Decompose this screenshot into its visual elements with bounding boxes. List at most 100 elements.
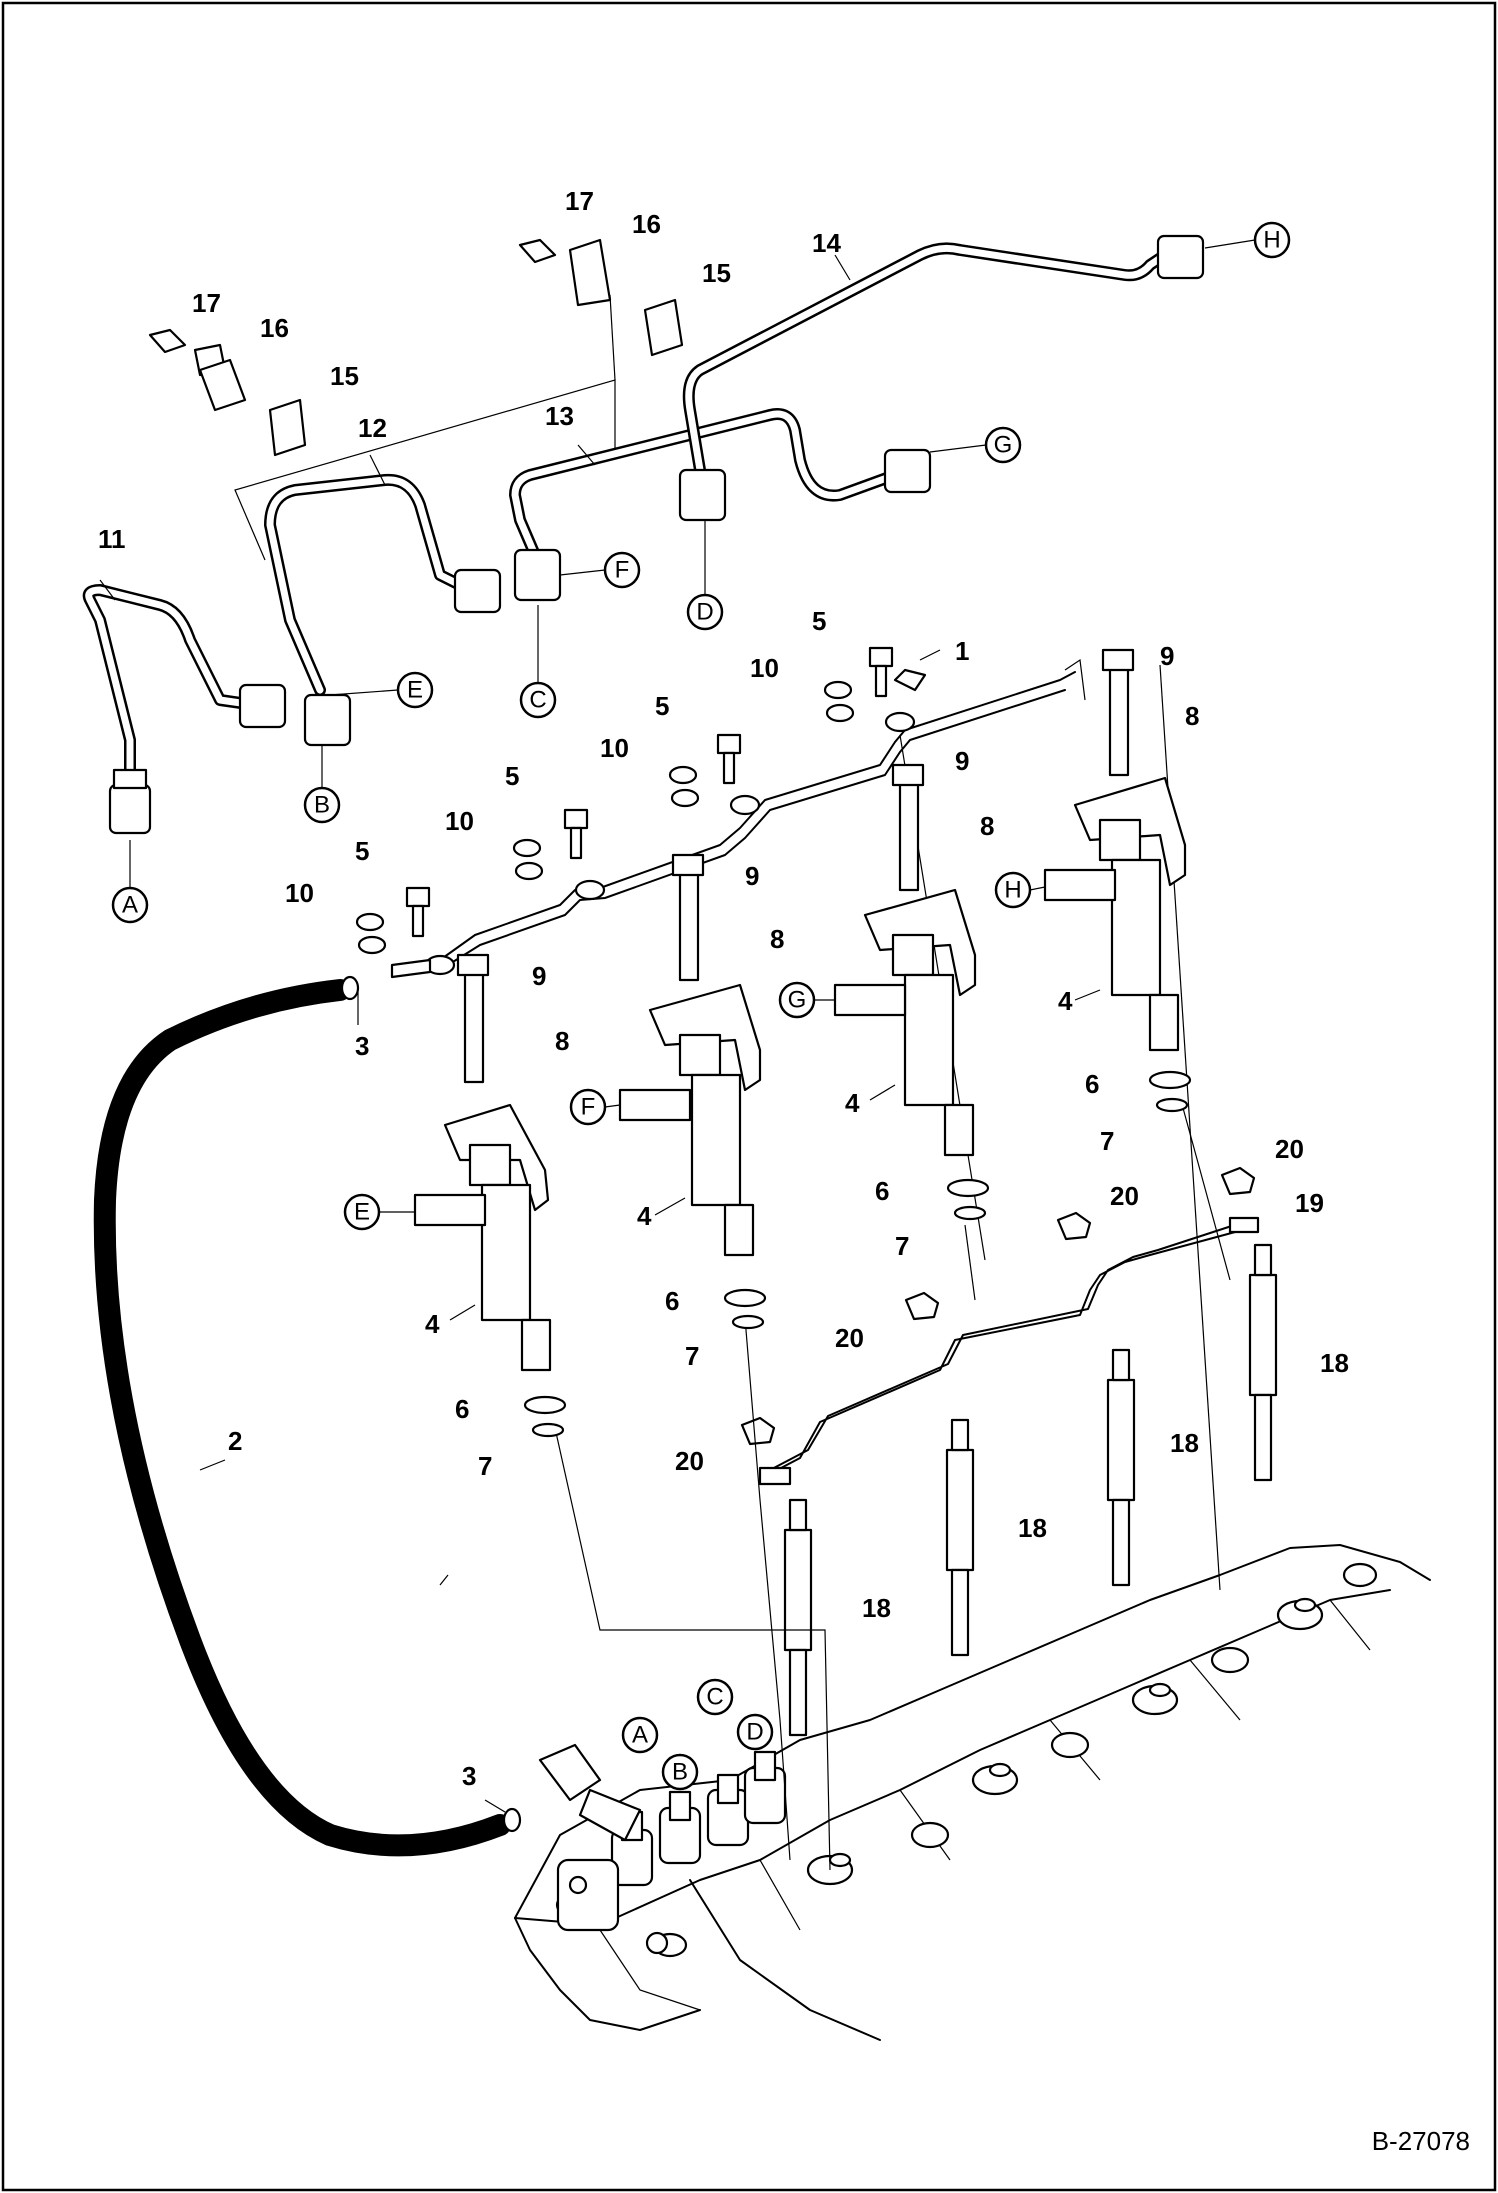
callout-a-pump: A	[621, 1716, 659, 1754]
svg-text:C: C	[706, 1684, 723, 1711]
callout-c-line-end: C	[519, 681, 557, 719]
svg-text:A: A	[632, 1722, 648, 1749]
callout-a-line-end: A	[111, 886, 149, 924]
label-12: 12	[358, 413, 387, 443]
label-1: 1	[955, 636, 969, 666]
connector-callouts: A B C D E F G H E F G H A B C D	[111, 221, 1291, 1791]
label-18-b: 18	[1018, 1513, 1047, 1543]
part-number-leaders	[99, 254, 1101, 1813]
svg-text:G: G	[788, 987, 807, 1014]
label-10-d: 10	[750, 653, 779, 683]
svg-text:E: E	[354, 1199, 370, 1226]
svg-text:E: E	[407, 677, 423, 704]
sealing-washers	[355, 680, 855, 955]
label-6-c: 6	[875, 1176, 889, 1206]
label-13: 13	[545, 401, 574, 431]
label-10-b: 10	[445, 806, 474, 836]
part-number-labels: 1 2 3 3 4 4 4 4 5 5 5 5 6 6 6 6 7 7 7 7 …	[98, 186, 1349, 1791]
injector-set	[413, 648, 1192, 1438]
fuel-line-12	[264, 473, 502, 747]
label-6-b: 6	[665, 1286, 679, 1316]
banjo-fittings	[390, 668, 927, 979]
callout-e-injector: E	[343, 1193, 381, 1231]
callout-c-pump: C	[696, 1678, 734, 1716]
banjo-bolts	[405, 646, 894, 938]
label-10-a: 10	[285, 878, 314, 908]
svg-text:A: A	[122, 892, 138, 919]
hose-clamp-upper	[340, 975, 360, 1001]
label-7-c: 7	[895, 1231, 909, 1261]
label-5-d: 5	[812, 606, 826, 636]
label-20-a: 20	[675, 1446, 704, 1476]
label-11: 11	[98, 524, 126, 554]
callout-h-injector: H	[994, 871, 1032, 909]
label-7-d: 7	[1100, 1126, 1114, 1156]
label-7-a: 7	[478, 1451, 492, 1481]
label-5-b: 5	[505, 761, 519, 791]
label-8-a: 8	[555, 1026, 569, 1056]
svg-text:B: B	[314, 792, 330, 819]
leak-off-line	[429, 671, 1076, 971]
svg-text:F: F	[615, 557, 630, 584]
label-16-b: 16	[632, 209, 661, 239]
label-5-a: 5	[355, 836, 369, 866]
label-6-a: 6	[455, 1394, 469, 1424]
callout-f-injector: F	[569, 1088, 607, 1126]
svg-text:H: H	[1004, 877, 1021, 904]
label-18-a: 18	[862, 1593, 891, 1623]
label-9-b: 9	[745, 861, 759, 891]
callout-e-line-end: E	[396, 671, 434, 709]
label-9-d: 9	[1160, 641, 1174, 671]
callout-g-line-end: G	[984, 426, 1022, 464]
label-20-b: 20	[835, 1323, 864, 1353]
svg-text:C: C	[529, 687, 546, 714]
label-5-c: 5	[655, 691, 669, 721]
callout-b-line-end: B	[303, 786, 341, 824]
svg-text:B: B	[672, 1759, 688, 1786]
label-7-b: 7	[685, 1341, 699, 1371]
line-clamp-set	[148, 238, 684, 457]
callout-d-pump: D	[736, 1713, 774, 1751]
callout-leaders	[129, 239, 1256, 1213]
label-4-d: 4	[1058, 986, 1073, 1016]
label-8-c: 8	[980, 811, 994, 841]
label-8-d: 8	[1185, 701, 1199, 731]
label-4-a: 4	[425, 1309, 440, 1339]
fuel-line-11	[82, 584, 287, 835]
label-17-b: 17	[565, 186, 594, 216]
label-3-lower: 3	[462, 1761, 476, 1791]
svg-text:D: D	[746, 1719, 763, 1746]
callout-h-line-end: H	[1253, 221, 1291, 259]
label-6-d: 6	[1085, 1069, 1099, 1099]
callout-b-pump: B	[661, 1753, 699, 1791]
fuel-line-14	[678, 234, 1205, 522]
label-8-b: 8	[770, 924, 784, 954]
glow-plug-bus-bar	[761, 1219, 1251, 1479]
label-17-a: 17	[192, 288, 221, 318]
label-3-upper: 3	[355, 1031, 369, 1061]
fuel-return-hose	[93, 979, 511, 1857]
callout-f-line-end: F	[603, 551, 641, 589]
label-9-c: 9	[955, 746, 969, 776]
label-2: 2	[228, 1426, 242, 1456]
callout-d-line-end: D	[686, 593, 724, 631]
label-20-c: 20	[1110, 1181, 1139, 1211]
label-4-c: 4	[845, 1088, 860, 1118]
label-18-c: 18	[1170, 1428, 1199, 1458]
glow-plug-nuts	[740, 1166, 1256, 1446]
label-15-a: 15	[330, 361, 359, 391]
figure-code: B-27078	[1372, 2126, 1470, 2156]
label-18-d: 18	[1320, 1348, 1349, 1378]
label-15-b: 15	[702, 258, 731, 288]
label-20-d: 20	[1275, 1134, 1304, 1164]
callout-g-injector: G	[778, 981, 816, 1019]
svg-text:F: F	[581, 1094, 596, 1121]
label-14: 14	[812, 228, 841, 258]
label-9-a: 9	[532, 961, 546, 991]
cylinder-head-outline	[514, 1544, 1431, 2041]
label-19: 19	[1295, 1188, 1324, 1218]
label-4-b: 4	[637, 1201, 652, 1231]
svg-text:G: G	[994, 432, 1013, 459]
